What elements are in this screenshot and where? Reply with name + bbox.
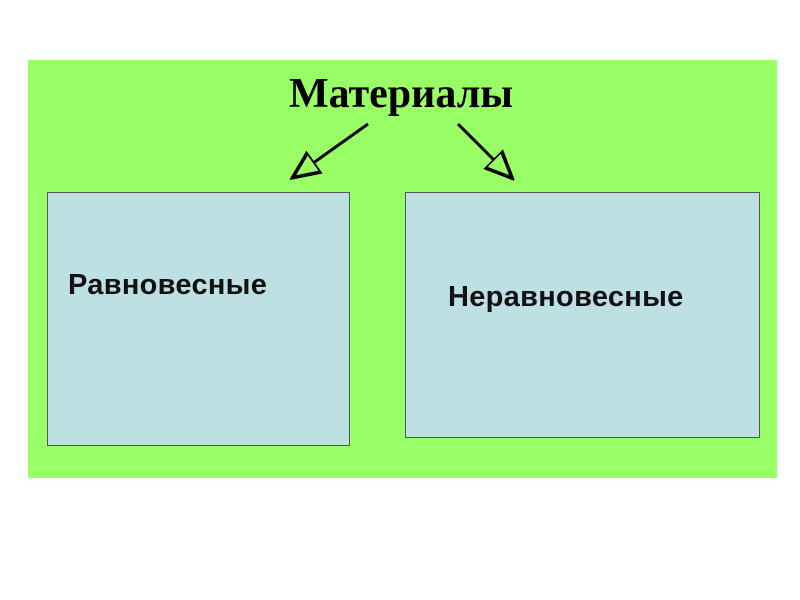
nonequilibrium-box: Неравновесные (405, 192, 760, 438)
equilibrium-label: Равновесные (68, 269, 268, 301)
equilibrium-box: Равновесные (47, 192, 350, 446)
nonequilibrium-label: Неравновесные (448, 281, 684, 313)
diagram-title: Материалы (288, 71, 514, 117)
